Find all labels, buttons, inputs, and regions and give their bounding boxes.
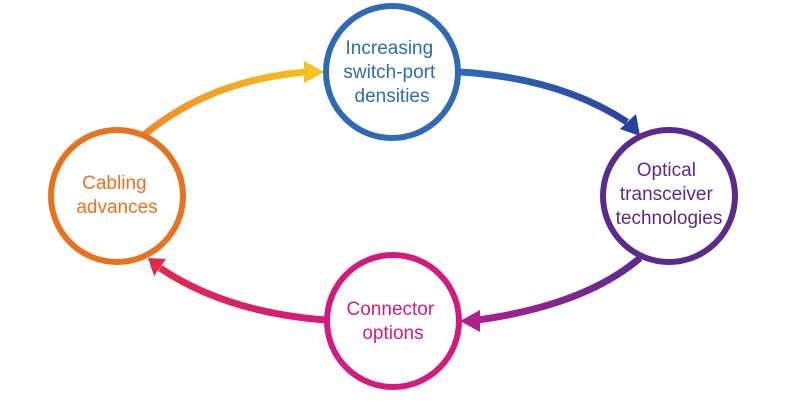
nodes-layer: Increasing switch-port densities Optical…	[48, 3, 738, 390]
arrow-3-head	[148, 258, 166, 276]
arrow-3-shaft	[158, 265, 326, 324]
arrow-optical-to-connector	[460, 255, 643, 332]
node-2-line-1: options	[362, 323, 423, 344]
node-3-line-1: advances	[76, 197, 157, 218]
node-0-circle	[323, 3, 461, 141]
node-2-line-0: Connector	[347, 299, 435, 320]
node-1-label: Optical transceiver technologies	[616, 160, 723, 229]
arrow-1-shaft	[459, 68, 629, 125]
node-2-circle	[324, 252, 462, 390]
node-0-line-2: densities	[355, 86, 430, 107]
arrow-0-head	[304, 61, 324, 83]
node-1-line-2: technologies	[616, 208, 723, 229]
node-0-label: Increasing switch-port densities	[343, 38, 440, 107]
node-3-line-0: Cabling	[82, 173, 146, 194]
node-optical: Optical transceiver technologies	[600, 127, 738, 265]
node-2-label: Connector options	[347, 299, 440, 344]
arrows-layer	[141, 61, 643, 332]
node-0-line-0: Increasing	[346, 38, 434, 59]
arrow-0-shaft	[141, 68, 307, 138]
node-1-line-1: transceiver	[620, 184, 714, 205]
node-connector: Connector options	[324, 252, 462, 390]
node-switch-port: Increasing switch-port densities	[323, 3, 461, 141]
node-1-circle	[600, 127, 738, 265]
arrow-connector-to-cabling	[148, 258, 326, 324]
arrow-cabling-to-switch-port	[141, 61, 324, 138]
arrow-1-head	[620, 114, 640, 136]
node-cabling: Cabling advances	[48, 127, 186, 265]
node-1-line-0: Optical	[637, 160, 696, 181]
arrow-switch-port-to-optical	[459, 68, 640, 136]
node-3-label: Cabling advances	[76, 173, 157, 218]
node-0-line-1: switch-port	[343, 62, 436, 83]
arrow-2-head	[460, 310, 480, 332]
node-3-circle	[48, 127, 186, 265]
arrow-2-shaft	[477, 255, 643, 324]
